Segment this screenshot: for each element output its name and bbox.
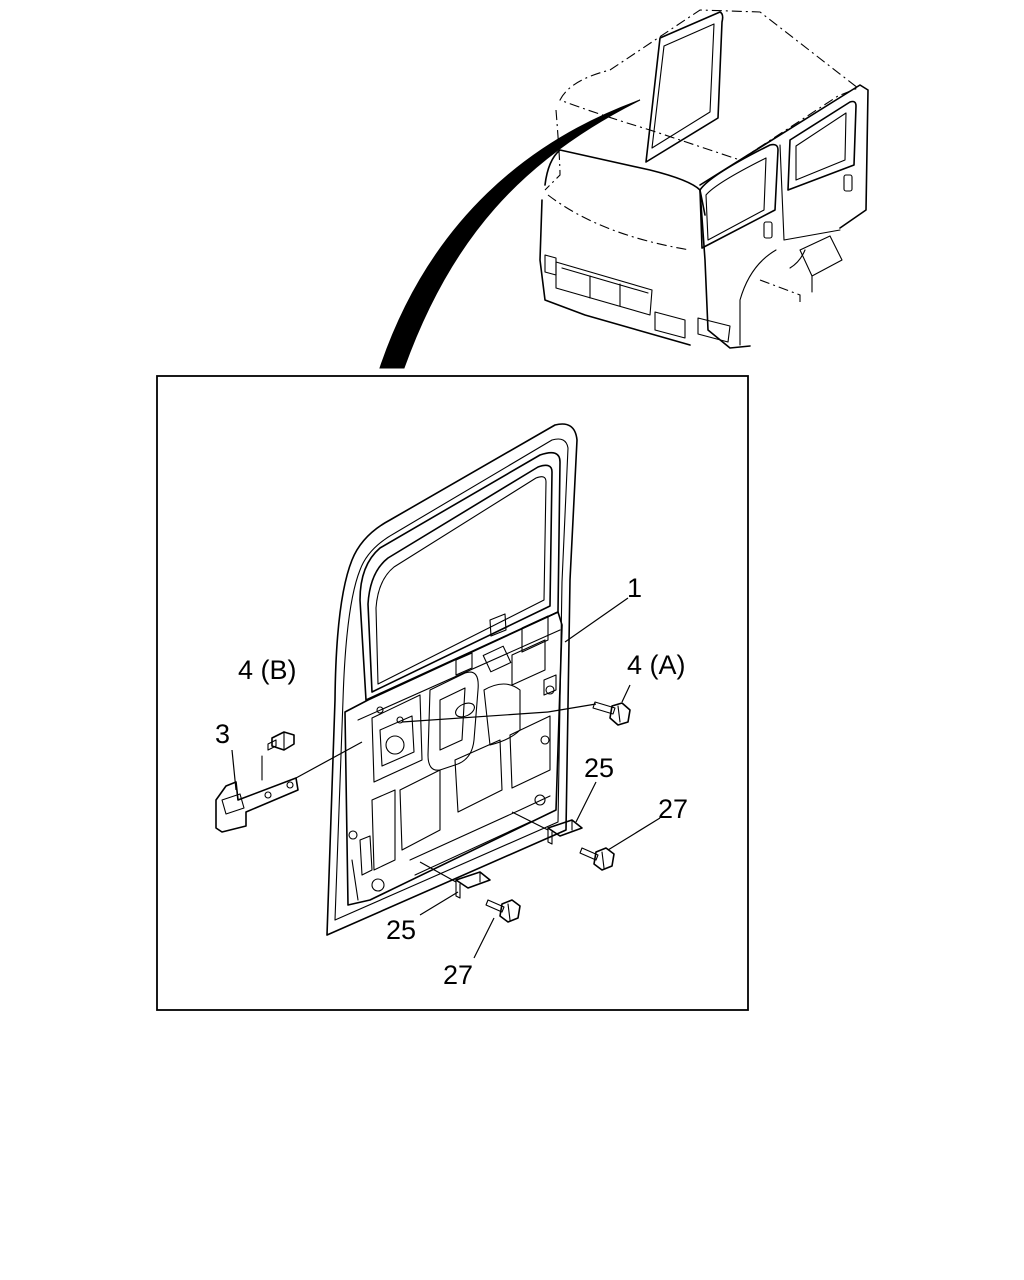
- door-hinge: [215, 755, 299, 833]
- label-bracket-left: 25: [386, 915, 416, 945]
- leader-lines: [231, 597, 661, 959]
- label-bolt-b: 4 (B): [238, 655, 297, 685]
- bracket-left: [455, 871, 491, 899]
- label-screw-left: 27: [443, 960, 473, 990]
- screw-left: [485, 899, 521, 923]
- screw-right: [579, 847, 615, 871]
- label-door-panel: 1: [627, 573, 642, 603]
- bolt-a: [592, 701, 631, 726]
- detail-frame: [156, 375, 749, 1011]
- label-screw-right: 27: [658, 794, 688, 824]
- label-bolt-a: 4 (A): [627, 650, 686, 680]
- truck-cab-overview: [539, 9, 869, 349]
- callout-arc: [379, 99, 641, 369]
- door-panel: [326, 423, 578, 936]
- label-bracket-right: 25: [584, 753, 614, 783]
- label-hinge: 3: [215, 719, 230, 749]
- bracket-right: [547, 819, 583, 845]
- bolt-b: [267, 731, 295, 751]
